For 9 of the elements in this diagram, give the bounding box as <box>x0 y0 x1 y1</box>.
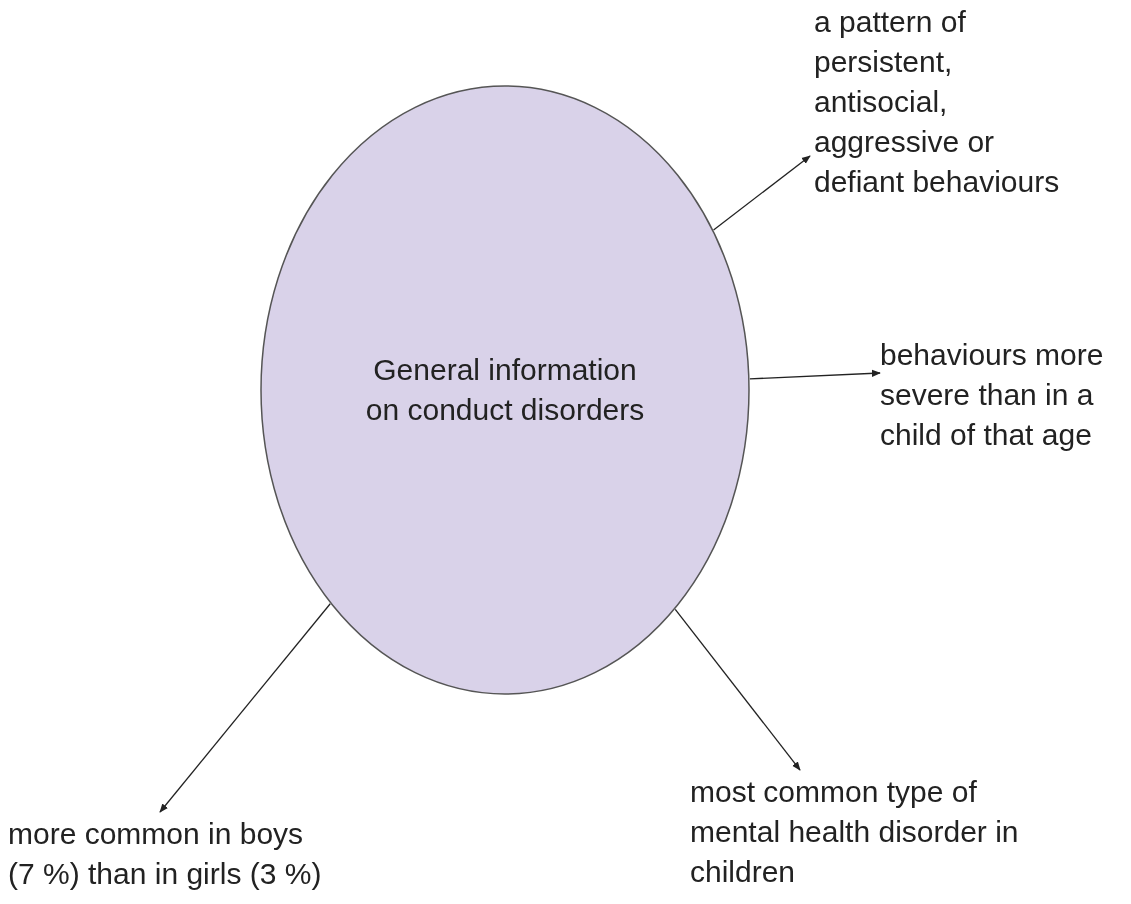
node-label: most common type of mental health disorder in children <box>690 774 1020 890</box>
arrow <box>159 603 331 813</box>
node-label: General information on conduct disorders <box>364 352 646 428</box>
arrow <box>749 369 881 380</box>
node-label: behaviours more severe than in a child of that age <box>880 337 1105 453</box>
arrow <box>712 155 811 231</box>
node-label: more common in boys (7 %) than in girls (3 %) <box>8 816 323 892</box>
arrow <box>674 608 801 771</box>
node-label: a pattern of persistent, antisocial, aggressive or defiant behaviours <box>814 4 1061 200</box>
